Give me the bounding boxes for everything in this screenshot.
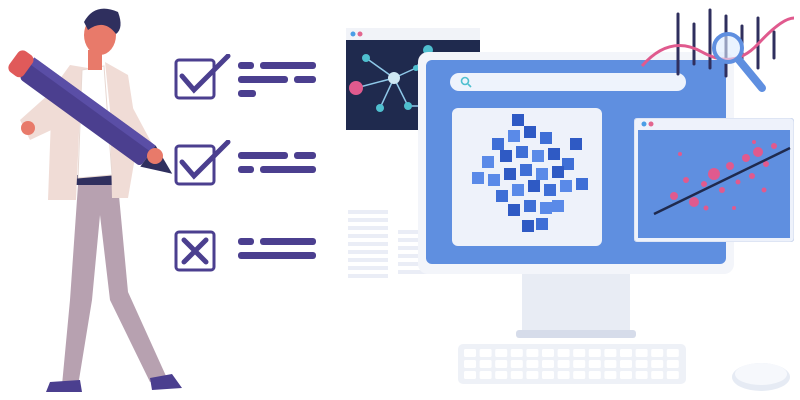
keyboard-key: [557, 371, 570, 379]
keyboard-key: [666, 371, 679, 379]
keyboard-key: [542, 360, 554, 368]
cube: [560, 180, 572, 192]
keyboard-key: [557, 360, 570, 368]
cube: [522, 220, 534, 232]
keyboard-key: [635, 360, 648, 368]
keyboard-key: [620, 349, 632, 357]
keyboard-key: [495, 349, 508, 357]
scatter-plot-window: [634, 118, 794, 242]
cube: [482, 156, 494, 168]
keyboard-key: [542, 371, 554, 379]
search-bar[interactable]: [450, 73, 686, 91]
keyboard-key: [666, 349, 679, 357]
cube: [532, 150, 544, 162]
checklist-item: [168, 54, 328, 104]
keyboard-key: [479, 371, 492, 379]
keyboard-key: [479, 360, 492, 368]
cube: [500, 150, 512, 162]
cube: [508, 204, 520, 216]
cube: [512, 114, 524, 126]
cube: [520, 164, 532, 176]
search-icon: [460, 76, 472, 88]
keyboard-key: [620, 360, 632, 368]
cube: [508, 130, 520, 142]
keyboard-key: [557, 349, 570, 357]
wave-chart-with-magnifier: [640, 4, 796, 100]
keyboard-key: [604, 371, 617, 379]
mouse: [730, 360, 792, 392]
keyboard: [458, 344, 686, 386]
cube: [488, 174, 500, 186]
cubes-panel: [452, 108, 602, 246]
person-with-pencil-illustration: [0, 0, 200, 400]
cube: [562, 158, 574, 170]
keyboard-key: [510, 360, 523, 368]
keyboard-key: [588, 371, 601, 379]
keyboard-key: [635, 349, 648, 357]
cube: [528, 180, 540, 192]
keyboard-key: [464, 360, 476, 368]
checklist-item: [168, 140, 328, 190]
keyboard-key: [510, 371, 523, 379]
checklist-item: [168, 228, 328, 278]
cube: [512, 184, 524, 196]
keyboard-key: [464, 371, 476, 379]
keyboard-key: [464, 349, 476, 357]
keyboard-key: [635, 371, 648, 379]
cube: [540, 202, 552, 214]
keyboard-key: [651, 349, 664, 357]
keyboard-key: [573, 349, 586, 357]
cube: [536, 218, 548, 230]
cube: [472, 172, 484, 184]
cube: [536, 168, 548, 180]
keyboard-key: [651, 371, 664, 379]
keyboard-key: [526, 371, 539, 379]
keyboard-key: [666, 360, 679, 368]
cube: [524, 126, 536, 138]
keyboard-key: [479, 349, 492, 357]
cube: [552, 200, 564, 212]
keyboard-key: [651, 360, 664, 368]
keyboard-key: [573, 360, 586, 368]
cube: [524, 200, 536, 212]
keyboard-key: [604, 360, 617, 368]
cube: [496, 190, 508, 202]
cubes-cluster-icon: [472, 114, 588, 232]
keyboard-key: [620, 371, 632, 379]
keyboard-key: [526, 360, 539, 368]
keyboard-key: [588, 349, 601, 357]
keyboard-key: [495, 360, 508, 368]
cube: [552, 166, 564, 178]
keyboard-key: [510, 349, 523, 357]
keyboard-key: [526, 349, 539, 357]
keyboard-key: [588, 360, 601, 368]
cube: [516, 146, 528, 158]
cube: [570, 138, 582, 150]
checkmark-icon: [179, 54, 231, 94]
cube: [504, 168, 516, 180]
cross-icon: [181, 237, 209, 265]
keyboard-key: [604, 349, 617, 357]
checkmark-icon: [179, 140, 231, 180]
cube: [544, 184, 556, 196]
keyboard-key: [542, 349, 554, 357]
keyboard-key: [573, 371, 586, 379]
checklist: [168, 40, 328, 280]
cube: [576, 178, 588, 190]
cube: [548, 148, 560, 160]
cube: [540, 132, 552, 144]
keyboard-key: [495, 371, 508, 379]
cube: [492, 138, 504, 150]
